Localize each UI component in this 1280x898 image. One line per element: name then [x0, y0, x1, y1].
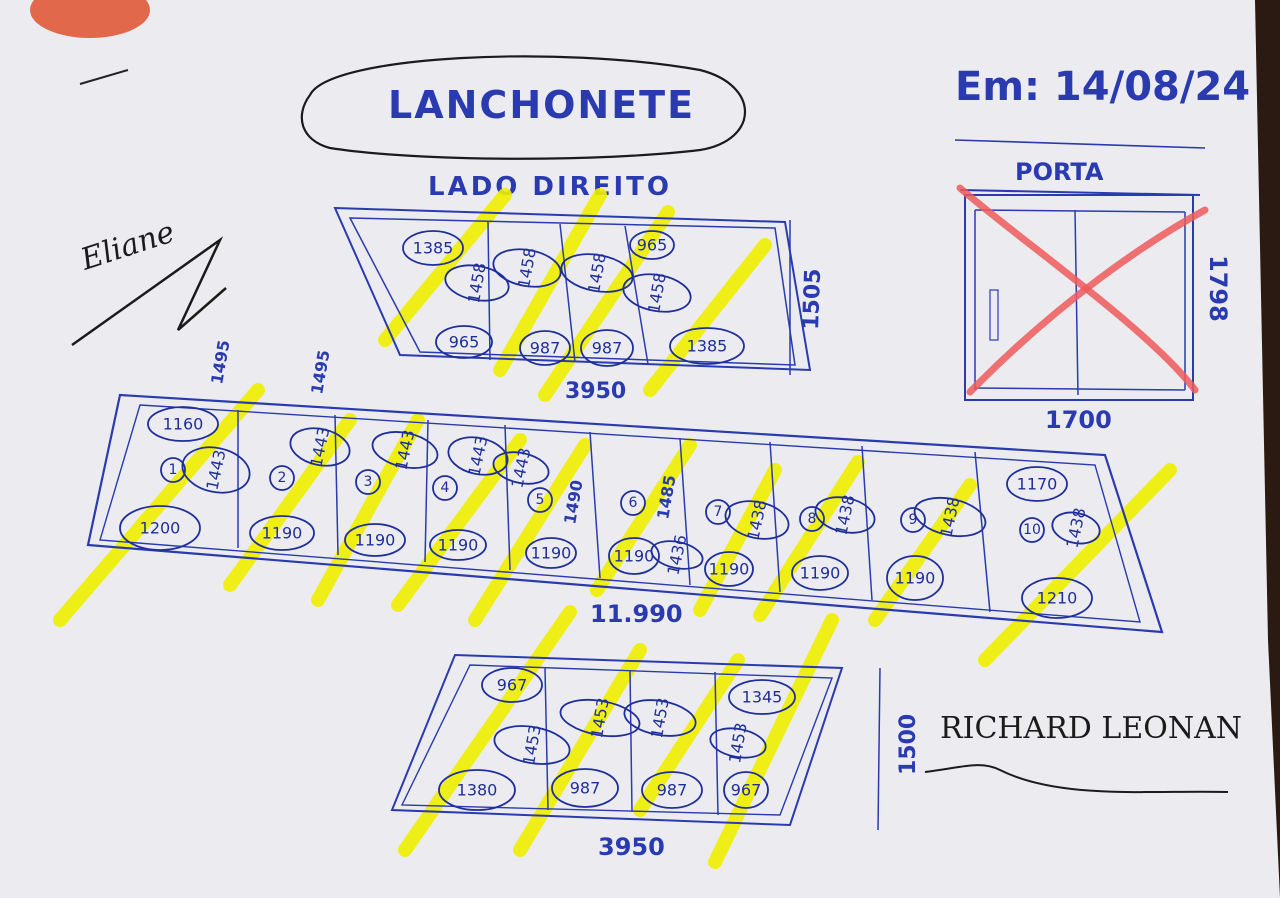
- section-number-6-text: 6: [629, 495, 638, 511]
- middle-piece-7: 1190: [344, 523, 406, 557]
- section-number-1: 1: [160, 457, 186, 483]
- top-piece-5: 965: [629, 230, 675, 260]
- section-number-4: 4: [432, 475, 458, 501]
- section-number-1-text: 1: [169, 462, 178, 478]
- top-piece-8-text: 987: [530, 339, 561, 358]
- bottom-block-width: 3950: [598, 833, 665, 861]
- bottom-piece-6: 1453: [709, 721, 767, 765]
- bottom-block-height: 1500: [896, 714, 921, 775]
- middle-piece-5-text: 1190: [262, 524, 303, 543]
- title-bubble: LANCHONETE: [300, 55, 747, 160]
- section-number-7: 7: [705, 499, 731, 525]
- section-number-7-text: 7: [714, 504, 723, 520]
- highlighter-strokes: [53, 188, 1177, 869]
- bottom-piece-10: 967: [723, 771, 769, 809]
- signature-right: RICHARD LEONAN: [924, 711, 1242, 794]
- door-width: 1700: [1045, 406, 1112, 434]
- middle-piece-5: 1190: [249, 515, 315, 551]
- middle-piece-9-text: 1190: [438, 536, 479, 555]
- section-number-2: 2: [269, 465, 295, 491]
- section-number-4-text: 4: [441, 480, 450, 496]
- top-piece-8: 987: [519, 330, 571, 366]
- middle-piece-11: 1190: [525, 537, 577, 569]
- middle-piece-20: 1170: [1006, 466, 1068, 502]
- top-piece-1-text: 1385: [413, 239, 454, 258]
- top-piece-1: 1385: [402, 230, 464, 266]
- section-number-5: 5: [527, 487, 553, 513]
- bottom-piece-10-text: 967: [731, 781, 762, 800]
- top-piece-9-text: 987: [592, 339, 623, 358]
- door-label: PORTA: [1015, 158, 1104, 186]
- middle-total-width: 11.990: [590, 600, 683, 628]
- middle-piece-12: 1190: [608, 537, 660, 575]
- section-number-10-text: 10: [1023, 522, 1041, 538]
- top-block: 3950 1505: [333, 206, 826, 404]
- bottom-piece-7: 1380: [438, 769, 516, 811]
- door-plan: PORTA 1700 1798: [954, 139, 1232, 434]
- middle-piece-13: 1436: [650, 533, 704, 577]
- section-number-8: 8: [799, 506, 825, 532]
- bottom-piece-1-text: 967: [497, 676, 528, 695]
- top-piece-10-text: 1385: [687, 337, 728, 356]
- bottom-piece-9-text: 987: [657, 781, 688, 800]
- middle-piece-10: 1443: [492, 446, 550, 490]
- section-number-6: 6: [620, 490, 646, 516]
- section-number-10: 10: [1019, 517, 1045, 543]
- bottom-piece-8: 987: [551, 768, 619, 808]
- signature-right-text: RICHARD LEONAN: [940, 711, 1242, 746]
- section-number-2-text: 2: [278, 470, 287, 486]
- middle-piece-12-text: 1190: [614, 547, 655, 566]
- top-piece-10: 1385: [669, 327, 745, 365]
- bottom-piece-7-text: 1380: [457, 781, 498, 800]
- middle-piece-9: 1190: [429, 529, 487, 561]
- bottom-block: 3950 1500: [390, 653, 921, 861]
- top-piece-7-text: 965: [449, 333, 480, 352]
- top-piece-7: 965: [435, 325, 493, 359]
- bottom-piece-8-text: 987: [570, 779, 601, 798]
- section-number-9: 9: [900, 507, 926, 533]
- middle-piece-19: 1190: [886, 555, 944, 601]
- top-piece-5-text: 965: [637, 236, 668, 255]
- date-text: Em: 14/08/24: [955, 64, 1250, 110]
- top-block-width: 3950: [565, 379, 626, 404]
- top-block-height: 1505: [799, 268, 826, 330]
- middle-piece-20-text: 1170: [1017, 475, 1058, 494]
- door-height: 1798: [1204, 255, 1232, 322]
- subtitle-text: LADO DIREITO: [428, 172, 672, 202]
- bottom-piece-5: 1345: [728, 679, 796, 715]
- middle-piece-15: 1190: [704, 551, 754, 587]
- section-number-8-text: 8: [808, 511, 817, 527]
- section-number-9-text: 9: [909, 512, 918, 528]
- middle-piece-17-text: 1190: [800, 564, 841, 583]
- middle-piece-1: 1160: [147, 406, 219, 442]
- middle-piece-15-text: 1190: [709, 560, 750, 579]
- bottom-piece-1: 967: [481, 667, 543, 703]
- middle-piece-21: 1438: [1051, 506, 1101, 550]
- middle-piece-19-text: 1190: [895, 569, 936, 588]
- middle-block: 11.990: [86, 393, 1164, 634]
- middle-piece-17: 1190: [791, 555, 849, 591]
- title-text: LANCHONETE: [388, 83, 695, 127]
- middle-piece-3: 1200: [119, 505, 201, 551]
- bottom-piece-9: 987: [641, 771, 703, 809]
- middle-piece-4: 1443: [289, 425, 351, 469]
- middle-piece-22: 1210: [1021, 577, 1093, 619]
- middle-piece-22-text: 1210: [1037, 589, 1078, 608]
- middle-piece-11-text: 1190: [531, 544, 572, 563]
- middle-piece-1-text: 1160: [163, 415, 204, 434]
- middle-piece-3-text: 1200: [140, 519, 181, 538]
- section-number-3: 3: [355, 469, 381, 495]
- section-number-3-text: 3: [364, 474, 373, 490]
- middle-piece-7-text: 1190: [355, 531, 396, 550]
- bottom-piece-5-text: 1345: [742, 688, 783, 707]
- top-piece-9: 987: [580, 329, 634, 367]
- section-number-5-text: 5: [536, 492, 545, 508]
